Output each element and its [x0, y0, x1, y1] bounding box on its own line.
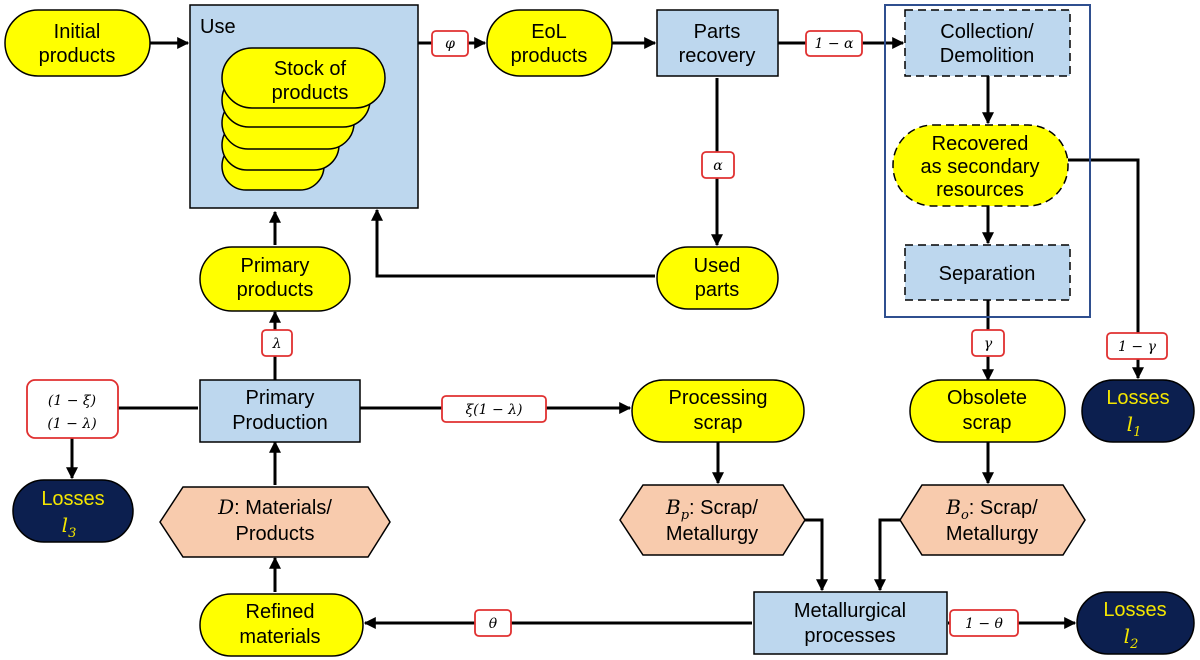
label-theta: θ — [474, 609, 512, 637]
svg-text:l1: l1 — [1127, 412, 1142, 440]
metallurgical-processes-node: Metallurgical processes — [753, 591, 948, 655]
stock-of-products-stack: Stock of products — [221, 47, 386, 191]
losses-l3-sub: 3 — [68, 526, 76, 541]
bo-sub: o — [961, 508, 969, 523]
label-one-minus-theta: 1 − θ — [949, 609, 1019, 637]
label-xi-one-minus-lambda: ξ(1 − λ) — [441, 395, 547, 423]
collection-line2: Demolition — [940, 45, 1034, 67]
primary-production-line1: Primary — [246, 387, 315, 409]
obsolete-scrap-node: Obsolete scrap — [909, 379, 1066, 443]
used-parts-line1: Used — [694, 255, 741, 277]
stock-line2: products — [272, 82, 349, 104]
used-parts-line2: parts — [695, 279, 739, 301]
collection-demolition-node: Collection/ Demolition — [904, 9, 1071, 77]
label-theta-text: θ — [489, 616, 498, 632]
parts-recovery-line2: recovery — [679, 45, 756, 67]
d-var: D — [217, 495, 234, 519]
metallurgical-line1: Metallurgical — [794, 600, 906, 622]
label-one-minus-xi-text: (1 − ξ) — [48, 393, 96, 409]
losses-l1-sub: 1 — [1133, 425, 1141, 440]
losses-l2-var: l — [1124, 624, 1130, 648]
d-line2: Products — [236, 523, 315, 545]
primary-products-node: Primary products — [199, 246, 351, 312]
collection-line1: Collection/ — [940, 21, 1034, 43]
recovered-line3: resources — [936, 179, 1024, 201]
label-one-minus-lambda-text: (1 − λ) — [47, 416, 96, 432]
primary-products-line1: Primary — [241, 255, 310, 277]
eol-products-node: EoL products — [486, 9, 613, 77]
svg-text:l2: l2 — [1124, 624, 1139, 652]
label-lambda-text: λ — [272, 336, 282, 352]
bo-scrap-node: Bo: Scrap/ Metallurgy — [899, 484, 1086, 556]
refined-line2: materials — [239, 626, 320, 648]
parts-recovery-node: Parts recovery — [656, 9, 779, 77]
label-one-minus-xi-lambda: (1 − ξ) (1 − λ) — [26, 379, 119, 439]
primary-production-line2: Production — [232, 412, 328, 434]
svg-text:D: Materials/: D: Materials/ — [217, 495, 332, 519]
used-parts-node: Used parts — [656, 246, 779, 310]
bo-var: B — [945, 495, 961, 519]
recovered-line1: Recovered — [932, 133, 1029, 155]
label-lambda: λ — [261, 329, 293, 357]
label-alpha: α — [701, 151, 735, 179]
losses-l1-node: Losses l1 — [1081, 379, 1195, 443]
separation-node: Separation — [904, 244, 1071, 301]
label-one-minus-alpha-text: 1 − α — [815, 36, 855, 52]
parts-recovery-line1: Parts — [694, 21, 741, 43]
losses-l3-label: Losses — [41, 488, 104, 510]
processing-scrap-line1: Processing — [669, 387, 768, 409]
label-xi-one-minus-lambda-text: ξ(1 − λ) — [465, 402, 522, 418]
recovered-node: Recovered as secondary resources — [892, 124, 1069, 207]
processing-scrap-node: Processing scrap — [631, 379, 805, 443]
primary-production-node: Primary Production — [199, 379, 361, 443]
label-one-minus-theta-text: 1 − θ — [965, 616, 1004, 632]
refined-materials-node: Refined materials — [199, 593, 364, 657]
losses-l1-var: l — [1127, 412, 1133, 436]
label-one-minus-alpha: 1 − α — [805, 30, 863, 57]
losses-l2-sub: 2 — [1129, 637, 1138, 652]
use-title: Use — [200, 16, 236, 38]
label-gamma: γ — [971, 329, 1005, 357]
svg-text:Bp: Scrap/: Bp: Scrap/ — [665, 495, 758, 523]
losses-l1-label: Losses — [1106, 387, 1169, 409]
bo-line2: Metallurgy — [946, 523, 1038, 545]
bp-line2: Metallurgy — [666, 523, 758, 545]
stock-line1: Stock of — [274, 58, 347, 80]
label-one-minus-gamma: 1 − γ — [1106, 332, 1168, 360]
label-phi: φ — [431, 30, 469, 57]
losses-l3-var: l — [62, 513, 68, 537]
label-alpha-text: α — [713, 158, 723, 174]
label-gamma-text: γ — [984, 336, 993, 352]
eol-line1: EoL — [531, 21, 567, 43]
eol-line2: products — [511, 45, 588, 67]
label-one-minus-gamma-text: 1 − γ — [1118, 339, 1157, 355]
initial-products-line1: Initial — [54, 21, 101, 43]
bo-text: : Scrap/ — [969, 497, 1038, 519]
bp-var: B — [665, 495, 681, 519]
initial-products-node: Initial products — [4, 9, 151, 77]
use-node: Use Stock of products — [189, 4, 419, 209]
svg-text:Bo: Scrap/: Bo: Scrap/ — [945, 495, 1038, 523]
svg-text:l3: l3 — [62, 513, 77, 541]
recovered-line2: as secondary — [921, 156, 1040, 178]
losses-l3-node: Losses l3 — [12, 479, 134, 543]
d-materials-node: D: Materials/ Products — [159, 486, 391, 558]
obsolete-scrap-line2: scrap — [963, 412, 1012, 434]
d-text: : Materials/ — [234, 497, 332, 519]
processing-scrap-line2: scrap — [694, 412, 743, 434]
primary-products-line2: products — [237, 279, 314, 301]
recovery-group-box — [884, 4, 1091, 318]
refined-line1: Refined — [246, 601, 315, 623]
metallurgical-line2: processes — [804, 625, 895, 647]
losses-l2-label: Losses — [1103, 599, 1166, 621]
label-phi-text: φ — [445, 36, 455, 52]
losses-l2-node: Losses l2 — [1076, 591, 1195, 655]
bp-text: : Scrap/ — [689, 497, 758, 519]
initial-products-line2: products — [39, 45, 116, 67]
bp-scrap-node: Bp: Scrap/ Metallurgy — [619, 484, 806, 556]
obsolete-scrap-line1: Obsolete — [947, 387, 1027, 409]
bp-sub: p — [681, 508, 690, 523]
separation-label: Separation — [939, 263, 1036, 285]
